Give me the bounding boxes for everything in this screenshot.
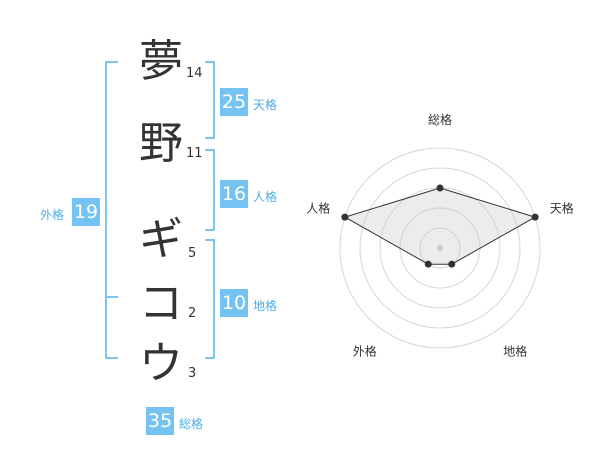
name-char-3: ギ <box>139 214 183 265</box>
radar-series-shape <box>343 187 537 265</box>
jinkaku-value: 16 <box>220 180 248 208</box>
radar-center-dot <box>437 245 443 251</box>
chikaku-label: 地格 <box>253 299 278 313</box>
gaikaku-value: 19 <box>72 198 100 226</box>
tenkaku-label: 天格 <box>253 98 278 112</box>
radar-ring-5 <box>339 147 541 349</box>
gaikaku-label: 外格 <box>40 208 65 222</box>
radar-axis-label-2: 天格 <box>550 200 574 215</box>
chikaku-value: 10 <box>220 289 248 317</box>
bracket-gaikaku <box>105 61 118 359</box>
bracket-jinkaku <box>205 149 215 231</box>
stroke-count-4: 2 <box>188 306 197 321</box>
stroke-count-1: 14 <box>186 66 203 81</box>
stroke-count-5: 3 <box>188 366 197 381</box>
radar-point-1 <box>436 184 444 192</box>
soukaku-value: 35 <box>146 407 174 435</box>
name-char-2: 野 <box>139 118 183 169</box>
name-char-5: ウ <box>139 338 183 389</box>
radar-axis-label-5: 人格 <box>306 200 330 215</box>
tenkaku-value: 25 <box>220 88 248 116</box>
radar-point-2 <box>531 213 539 221</box>
radar-ring-4 <box>359 167 521 329</box>
bracket-chikaku <box>205 239 215 359</box>
radar-point-4 <box>424 260 432 268</box>
bracket-tenkaku <box>205 61 215 139</box>
radar-point-5 <box>341 213 349 221</box>
radar-axis-label-4: 外格 <box>353 344 377 359</box>
radar-axis-label-3: 地格 <box>503 344 527 359</box>
radar-point-3 <box>448 260 456 268</box>
name-char-4: コ <box>139 278 183 329</box>
stroke-count-3: 5 <box>188 246 197 261</box>
jinkaku-label: 人格 <box>253 190 278 204</box>
radar-ring-1 <box>419 227 461 269</box>
name-char-1: 夢 <box>139 36 183 87</box>
radar-axis-label-1: 総格 <box>428 112 452 127</box>
soukaku-label: 総格 <box>179 417 204 431</box>
stroke-count-2: 11 <box>186 146 203 161</box>
